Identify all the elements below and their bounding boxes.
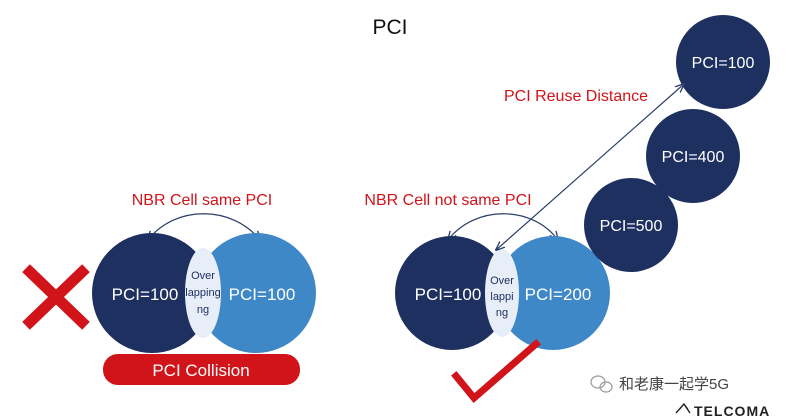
cell-circle-left-b (196, 233, 316, 353)
cell-circle-right-b (496, 236, 610, 350)
overlap-ellipse-right (485, 249, 519, 337)
cross-icon (22, 264, 90, 330)
right-panel-label: NBR Cell not same PCI (364, 192, 531, 209)
wechat-icon (590, 375, 613, 393)
stack-cell-500-label: PCI=500 (600, 218, 663, 235)
overlap-right-line-2: lappi (490, 291, 513, 303)
reuse-distance-arrow (496, 84, 684, 250)
right-cell-a-label: PCI=100 (415, 285, 482, 304)
cell-circle-right-a (395, 236, 509, 350)
reuse-distance-label: PCI Reuse Distance (504, 88, 648, 105)
overlap-right-line-3: ng (496, 307, 508, 319)
stack-cell-100 (676, 15, 770, 109)
check-icon (451, 339, 541, 404)
left-cell-a-label: PCI=100 (112, 285, 179, 304)
overlap-right-line-1: Over (490, 275, 514, 287)
neighbor-arrow-left (148, 213, 260, 240)
left-panel-label: NBR Cell same PCI (132, 192, 272, 209)
right-cell-b-label: PCI=200 (525, 285, 592, 304)
overlap-left-line-2: lapping (185, 287, 220, 299)
page-title: PCI (372, 16, 407, 39)
stack-cell-100-label: PCI=100 (692, 55, 755, 72)
overlap-ellipse-left (185, 248, 221, 338)
stack-cell-400-label: PCI=400 (662, 149, 725, 166)
collision-label: PCI Collision (152, 361, 249, 380)
overlap-left-line-3: ng (197, 304, 209, 316)
cell-circle-left-a (92, 233, 212, 353)
overlap-left-line-1: Over (191, 270, 215, 282)
collision-badge (103, 354, 300, 385)
watermark-channel: 和老康一起学5G (619, 376, 729, 393)
watermark-brand: TELCOMA (694, 403, 770, 417)
telcoma-logo-icon (675, 402, 691, 414)
left-cell-b-label: PCI=100 (229, 285, 296, 304)
neighbor-arrow-right (448, 213, 558, 240)
